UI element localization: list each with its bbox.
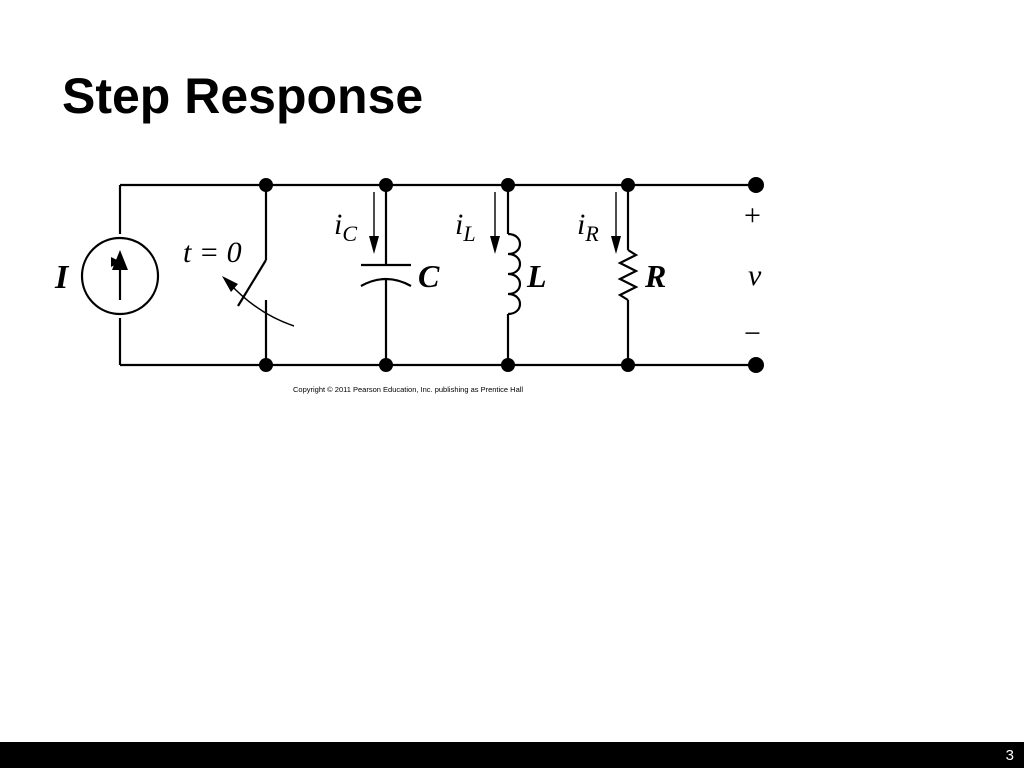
resistor-current-arrowhead: [611, 236, 621, 254]
node-top-switch: [259, 178, 273, 192]
switch-motion-arrowhead: [222, 276, 238, 292]
resistor-label: R: [644, 258, 666, 294]
resistor-current-label: iR: [577, 208, 599, 246]
voltage-label: v: [748, 259, 762, 292]
node-bottom-switch: [259, 358, 273, 372]
node-bottom-capacitor: [379, 358, 393, 372]
terminal-top: [748, 177, 764, 193]
plus-sign: +: [744, 199, 761, 232]
node-top-capacitor: [379, 178, 393, 192]
current-source: [80, 236, 160, 316]
capacitor-label: C: [418, 258, 440, 294]
capacitor-current-arrowhead: [369, 236, 379, 254]
inductor-current-label: iL: [455, 208, 476, 246]
resistor-zigzag: [617, 249, 639, 301]
switch-blade: [237, 259, 267, 307]
switch-label: t = 0: [183, 236, 242, 269]
node-top-inductor: [501, 178, 515, 192]
inductor-label: L: [526, 258, 547, 294]
source-arrow-head: [112, 250, 128, 270]
switch-motion-arc: [229, 283, 295, 327]
footer-bar: 3: [0, 742, 1024, 768]
node-top-resistor: [621, 178, 635, 192]
inductor-current-arrowhead: [490, 236, 500, 254]
minus-sign: −: [744, 317, 761, 350]
page-number: 3: [1005, 747, 1014, 764]
copyright-notice: Copyright © 2011 Pearson Education, Inc.…: [293, 385, 524, 394]
inductor-coil: [507, 232, 522, 316]
node-bottom-resistor: [621, 358, 635, 372]
slide-title: Step Response: [62, 68, 424, 124]
node-bottom-inductor: [501, 358, 515, 372]
source-label: I: [54, 259, 70, 296]
capacitor-current-label: iC: [334, 208, 357, 246]
terminal-bottom: [748, 357, 764, 373]
